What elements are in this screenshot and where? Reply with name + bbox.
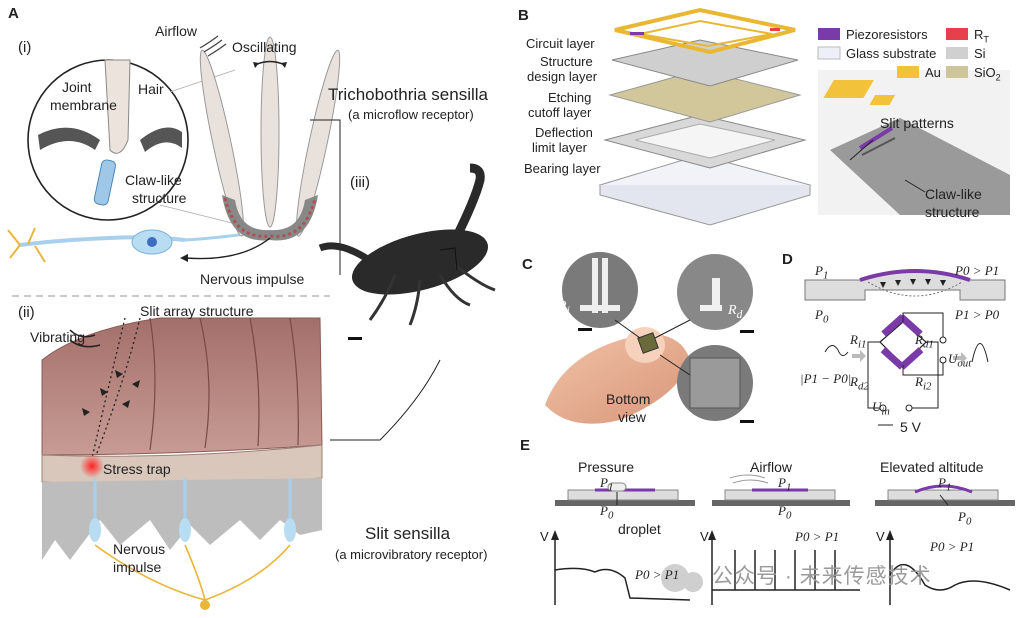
e-droplet: droplet [618,521,661,537]
nervous-impulse-2a: Nervous [113,541,166,557]
e-cond-altitude: P0 > P1 [930,539,975,554]
d-rd1: Rd1 [915,332,934,351]
bottom-view-1: Bottom [606,391,651,407]
d-uin: Uin [872,399,890,418]
panel-label-c: C [522,256,533,273]
legend-glass: Glass substrate [846,46,937,61]
joint-label-1: Joint [62,79,92,95]
slit-subtitle: (a microvibratory receptor) [335,547,488,562]
hair-label: Hair [138,81,164,97]
legend-swatch-rt [946,28,968,40]
legend-au: Au [925,65,941,80]
e-p1-altitude: P1 [938,475,952,494]
d-p1-top: P1 [815,263,829,282]
d-diff: |P1 − P0| [800,371,852,386]
oscillating-label: Oscillating [232,39,297,55]
d-uout: Uout [948,351,972,370]
e-v-1: V [540,529,549,544]
panel-label-a: A [8,5,19,22]
slit-array-label: Slit array structure [140,303,254,319]
layer-circuit: Circuit layer [526,36,595,51]
layer-etching-1: Etching [548,90,592,105]
layer-structure-2: design layer [527,69,598,84]
legend-si: Si [974,46,986,61]
legend-swatch-glass [817,46,841,60]
d-voltage: 5 V [900,419,922,435]
e-airflow: Airflow [750,459,793,475]
panel-e-scenarios [551,474,1015,605]
claw-b-label-2: structure [925,204,980,220]
panel-b-layers [598,7,1010,226]
stress-trap-label: Stress trap [103,461,171,477]
panel-d-circuit [804,269,1006,426]
e-p1-pressure: P1 [600,475,614,494]
claw-label-2: structure [132,190,187,206]
panel-label-b: B [518,7,529,24]
e-cond-airflow: P0 > P1 [795,529,840,544]
e-altitude: Elevated altitude [880,459,984,475]
sub-label-iii: (iii) [350,174,370,191]
layer-deflection-1: Deflection [535,125,593,140]
e-p1-airflow: P1 [778,475,792,494]
legend-swatch-sio2 [946,66,968,78]
panel-c-device [545,252,754,424]
panel-a-slit-sensilla [41,317,323,610]
legend-swatch-au [897,66,919,78]
watermark: 公众号 · 未来传感技术 [712,565,932,588]
vibrating-label: Vibrating [30,329,86,345]
d-cond-bot: P1 > P0 [955,307,1000,322]
layer-bearing: Bearing layer [524,161,601,176]
tricho-title: Trichobothria sensilla [328,85,488,104]
claw-label-1: Claw-like [125,172,182,188]
airflow-label: Airflow [155,23,198,39]
legend-sio2: SiO2 [974,65,1001,83]
legend-swatch-piezoresistors [818,28,840,40]
layer-structure-1: Structure [540,54,593,69]
d-rd2: Rd2 [850,374,869,393]
e-v-2: V [700,529,709,544]
joint-label-2: membrane [50,97,117,113]
panel-label-e: E [520,437,531,454]
e-v-3: V [876,529,885,544]
rd-label: Rd [728,303,743,321]
d-ri2: Ri2 [915,374,932,393]
e-p0-airflow: P0 [778,503,792,522]
bottom-view-2: view [618,409,647,425]
slit-patterns-label: Slit patterns [880,115,954,131]
legend-swatch-si [946,47,968,59]
tricho-subtitle: (a microflow receptor) [348,107,474,122]
legend-rt: RT [974,27,989,45]
nervous-impulse-2b: impulse [113,559,162,575]
panel-label-d: D [782,251,793,268]
scorpion-image [318,163,496,441]
slit-title: Slit sensilla [365,524,451,543]
ri-label: Ri [558,299,570,317]
e-cond-pressure: P0 > P1 [635,567,680,582]
sub-label-ii: (ii) [18,304,35,321]
d-cond-top: P0 > P1 [955,263,1000,278]
layer-etching-2: cutoff layer [528,105,592,120]
claw-b-label-1: Claw-like [925,186,982,202]
d-ri1: Ri1 [850,332,867,351]
d-p0-bottom: P0 [815,307,829,326]
e-p0-altitude: P0 [958,509,972,528]
nervous-impulse-label: Nervous impulse [200,271,305,287]
legend-piezoresistors: Piezoresistors [846,27,928,42]
sub-label-i: (i) [18,39,32,56]
e-pressure: Pressure [578,459,635,475]
layer-deflection-2: limit layer [532,140,587,155]
e-p0-pressure: P0 [600,503,614,522]
panel-a-trichobothria [7,35,341,275]
